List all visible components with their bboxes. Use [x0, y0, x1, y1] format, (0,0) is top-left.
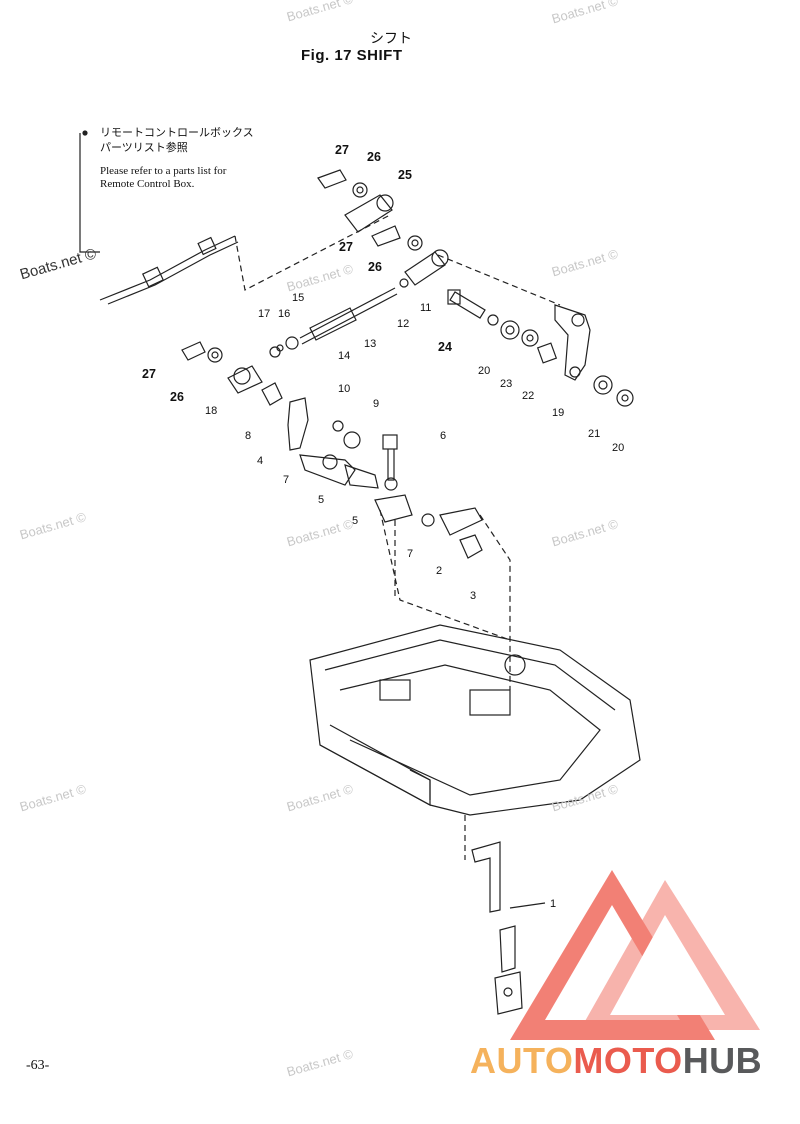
callout-label: 14 — [338, 350, 351, 362]
note-japanese-line-1: リモートコントロールボックス — [100, 127, 254, 139]
callout-label: 20 — [478, 365, 491, 377]
callout-label: 17 — [258, 308, 271, 320]
callout-label: 19 — [552, 407, 565, 419]
callout-label: 3 — [470, 590, 477, 602]
callout-label: 25 — [398, 168, 412, 182]
callout-label: 1 — [550, 898, 557, 910]
callout-label: 5 — [318, 494, 325, 506]
callout-label: 12 — [397, 318, 410, 330]
page-number: -63- — [26, 1058, 50, 1073]
note-english-line-1: Please refer to a parts list for — [100, 165, 227, 177]
brand-logo-text: AUTOMOTOHUB — [470, 1040, 762, 1082]
note-japanese-line-2: パーツリスト参照 — [100, 142, 188, 154]
callout-label: 26 — [367, 150, 381, 164]
callout-label: 26 — [170, 390, 184, 404]
callout-label: 10 — [338, 383, 351, 395]
brand-part-3: HUB — [682, 1040, 763, 1081]
callout-label: 22 — [522, 390, 535, 402]
figure-title-japanese: シフト — [370, 30, 412, 46]
callout-label: 15 — [292, 292, 305, 304]
callout-label: 20 — [612, 442, 625, 454]
callout-label: 27 — [335, 143, 349, 157]
callout-label: 27 — [339, 240, 353, 254]
brand-part-1: AUTO — [470, 1040, 574, 1081]
callout-label: 5 — [352, 515, 359, 527]
figure-title: Fig. 17 SHIFT — [301, 47, 403, 64]
callout-label: 6 — [440, 430, 447, 442]
callout-label: 23 — [500, 378, 513, 390]
callout-label: 4 — [257, 455, 264, 467]
callout-label: 16 — [278, 308, 291, 320]
callout-label: 13 — [364, 338, 377, 350]
note-english-line-2: Remote Control Box. — [100, 178, 195, 190]
callout-label: 7 — [407, 548, 414, 560]
callout-label: 7 — [283, 474, 290, 486]
callout-label: 9 — [373, 398, 380, 410]
brand-part-2: MOTO — [573, 1040, 683, 1081]
callout-label: 18 — [205, 405, 218, 417]
callout-label: 24 — [438, 340, 452, 354]
callout-label: 21 — [588, 428, 601, 440]
callout-label: 11 — [420, 302, 432, 314]
callout-label: 2 — [436, 565, 443, 577]
callout-label: 8 — [245, 430, 252, 442]
brand-logo-mark — [510, 870, 760, 1040]
callout-label: 27 — [142, 367, 156, 381]
callout-label: 26 — [368, 260, 382, 274]
